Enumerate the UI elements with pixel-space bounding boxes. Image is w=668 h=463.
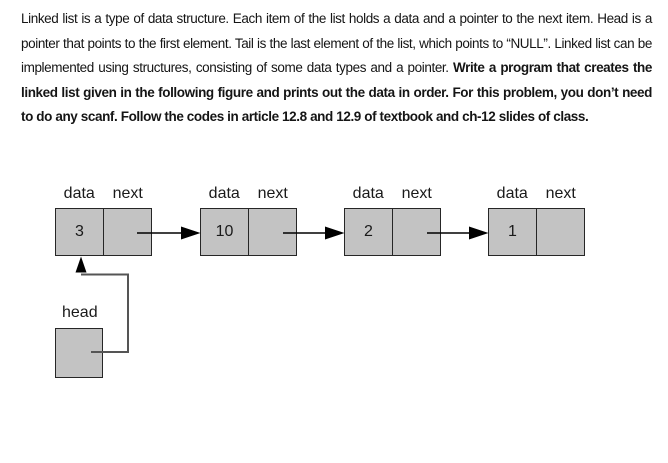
list-node-4: data next 1 xyxy=(488,185,585,256)
node-cells: 1 xyxy=(488,208,585,256)
data-field-label: data xyxy=(496,185,528,202)
node-cells: 2 xyxy=(344,208,441,256)
next-field-label: next xyxy=(401,185,432,202)
head-label: head xyxy=(62,304,98,321)
next-cell xyxy=(536,209,584,255)
node-field-labels: data next xyxy=(200,185,297,203)
problem-statement: Linked list is a type of data structure.… xyxy=(21,7,652,130)
data-cell: 10 xyxy=(215,223,234,240)
next-cell xyxy=(392,209,440,255)
list-node-1: data next 3 xyxy=(55,185,152,256)
next-cell xyxy=(248,209,296,255)
next-cell xyxy=(103,209,151,255)
node-field-labels: data next xyxy=(488,185,585,203)
node-field-labels: data next xyxy=(55,185,152,203)
list-node-3: data next 2 xyxy=(344,185,441,256)
data-field-label: data xyxy=(208,185,240,202)
next-field-label: next xyxy=(257,185,288,202)
problem-statement-task: Write a program that creates the linked … xyxy=(21,60,653,124)
problem-statement-intro: Linked list is a type of data structure.… xyxy=(21,11,652,75)
data-cell: 3 xyxy=(75,223,84,240)
data-field-label: data xyxy=(63,185,95,202)
node-cells: 3 xyxy=(55,208,152,256)
head-pointer-box xyxy=(55,328,103,378)
next-field-label: next xyxy=(112,185,143,202)
data-cell: 1 xyxy=(508,223,517,240)
node-field-labels: data next xyxy=(344,185,441,203)
next-field-label: next xyxy=(545,185,576,202)
data-field-label: data xyxy=(352,185,384,202)
list-node-2: data next 10 xyxy=(200,185,297,256)
data-cell: 2 xyxy=(364,223,373,240)
node-cells: 10 xyxy=(200,208,297,256)
